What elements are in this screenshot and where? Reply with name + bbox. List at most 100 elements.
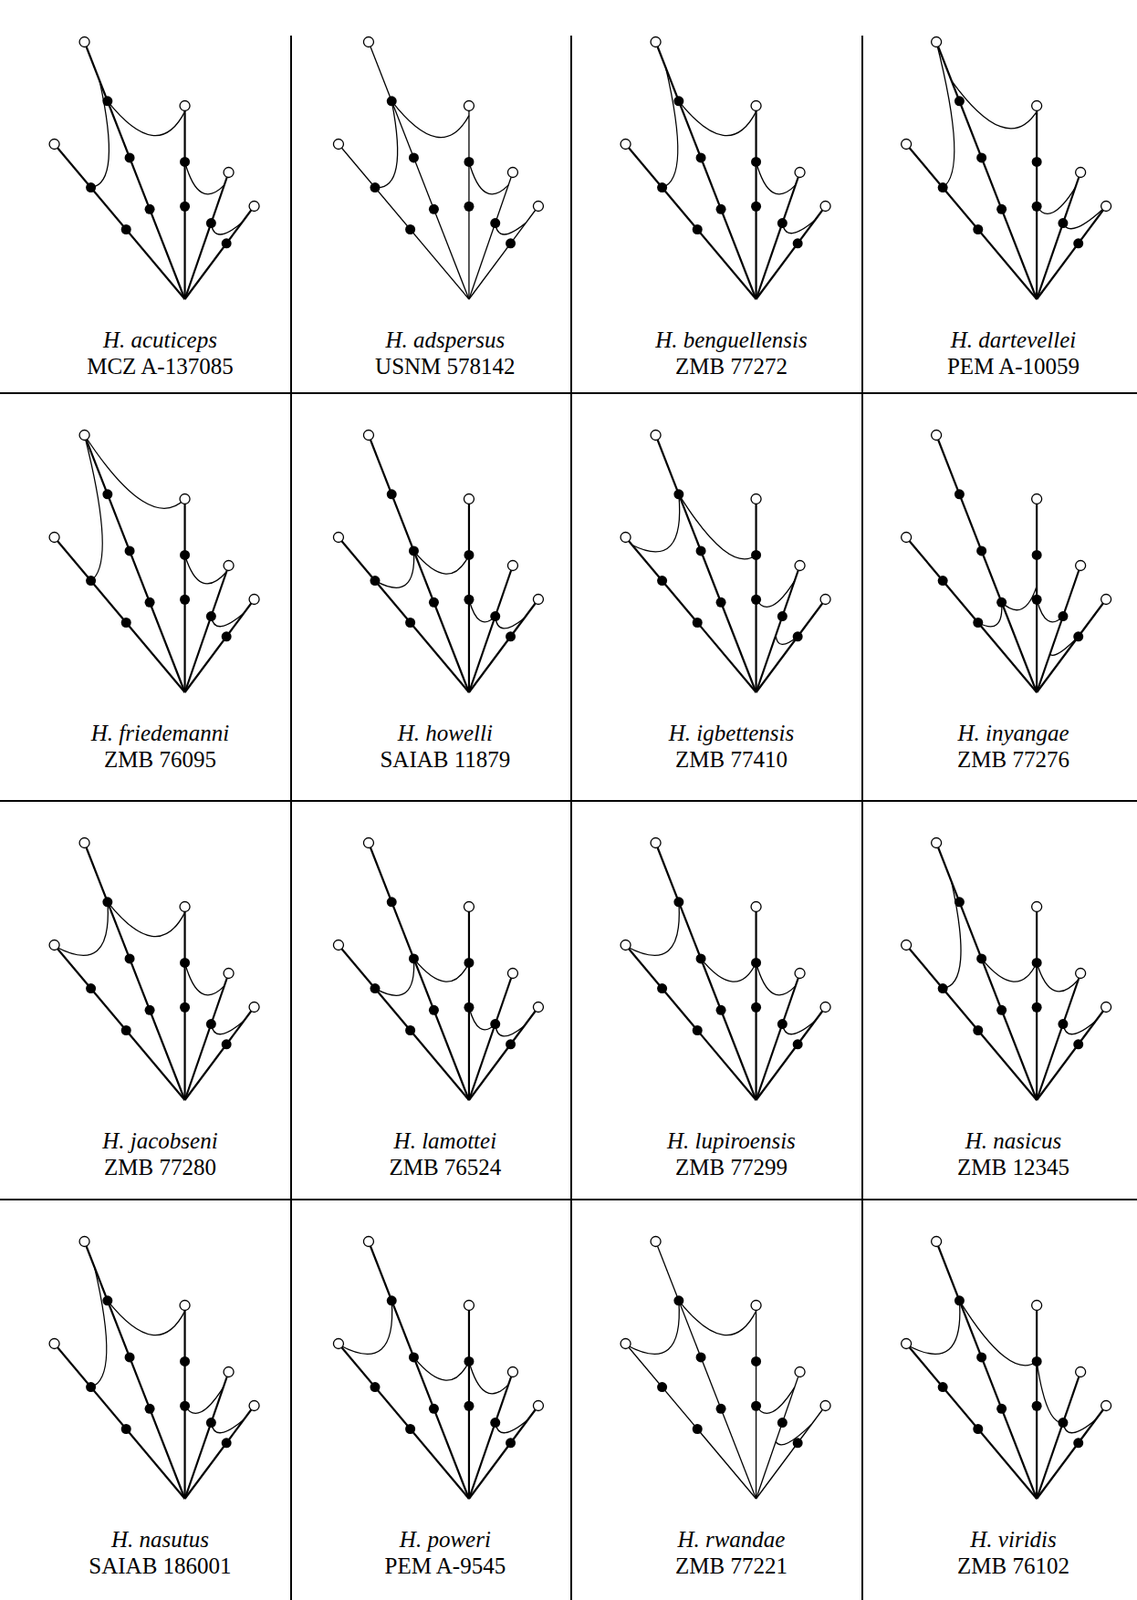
specimen-number: MCZ A-137085 <box>86 353 233 380</box>
joint-dot <box>490 1418 501 1429</box>
toe-tip <box>901 1339 912 1350</box>
toe-line <box>656 1241 757 1500</box>
joint-dot <box>751 156 762 167</box>
web-curve <box>936 41 955 188</box>
joint-dot <box>792 238 804 249</box>
joint-dot <box>428 1404 439 1415</box>
toe-tip <box>751 101 762 112</box>
toe-tip <box>179 101 190 112</box>
joint-dot <box>408 953 419 964</box>
toe-tip <box>1032 902 1043 913</box>
toe-tip <box>794 1367 805 1378</box>
toe-tip <box>1075 561 1086 572</box>
toe-tip <box>650 1237 661 1248</box>
toe-tip <box>1032 494 1043 505</box>
toe-line <box>756 172 801 300</box>
joint-dot <box>996 1404 1007 1415</box>
joint-dot <box>976 953 987 964</box>
joint-dot <box>102 95 113 106</box>
joint-dot <box>751 550 762 561</box>
toe-line <box>625 537 757 693</box>
toe-tip <box>901 139 912 150</box>
toe-line <box>368 435 470 693</box>
web-curve <box>91 1267 107 1388</box>
joint-dot <box>369 182 380 193</box>
toe-line <box>1036 565 1081 693</box>
joint-dot <box>972 617 983 628</box>
joint-dot <box>716 1404 727 1415</box>
joint-dot <box>463 1401 474 1412</box>
toe-line <box>469 1372 513 1500</box>
toe-line <box>1036 1007 1106 1101</box>
web-curve <box>375 101 398 188</box>
toe-tip <box>333 532 344 543</box>
toe-tip <box>179 1301 190 1312</box>
toe-line <box>756 206 826 300</box>
joint-dot <box>85 983 96 994</box>
toe-tip <box>463 101 474 112</box>
web-curve <box>55 902 108 956</box>
species-name: H. friedemanni <box>91 719 230 747</box>
toe-tip <box>532 1401 543 1412</box>
joint-dot <box>1032 550 1043 561</box>
foot-diagram <box>49 430 260 694</box>
joint-dot <box>408 545 419 556</box>
toe-tip <box>931 1237 942 1248</box>
joint-dot <box>696 953 707 964</box>
foot-diagram <box>333 838 543 1102</box>
joint-dot <box>751 594 762 606</box>
toe-tip <box>463 1301 474 1312</box>
specimen-number: ZMB 76524 <box>388 1154 501 1181</box>
joint-dot <box>777 1019 788 1030</box>
toe-line <box>338 537 470 693</box>
joint-dot <box>792 1039 804 1050</box>
web-curve <box>756 161 796 194</box>
joint-dot <box>490 611 501 622</box>
toe-tip <box>794 561 805 572</box>
toe-line <box>756 565 801 693</box>
joint-dot <box>179 1356 190 1367</box>
web-curve <box>413 959 470 982</box>
joint-dot <box>428 597 439 608</box>
joint-dot <box>386 95 397 106</box>
joint-dot <box>85 1382 96 1393</box>
web-curve <box>756 581 795 608</box>
joint-dot <box>428 204 439 215</box>
web-curve <box>413 551 470 574</box>
joint-dot <box>102 489 113 500</box>
specimen-number: ZMB 77276 <box>957 746 1070 773</box>
specimen-number: ZMB 77221 <box>675 1553 788 1580</box>
joint-dot <box>657 983 668 994</box>
toe-tip <box>751 1301 762 1312</box>
joint-dot <box>408 1352 419 1363</box>
joint-dot <box>792 631 804 642</box>
toe-tip <box>820 1401 831 1412</box>
web-curve <box>107 902 186 938</box>
foot-diagram <box>901 430 1112 694</box>
toe-line <box>656 41 757 300</box>
toe-line <box>185 206 255 300</box>
toe-tip <box>363 1237 374 1248</box>
joint-dot <box>386 1295 397 1306</box>
web-curve <box>959 1301 1037 1367</box>
specimen-number: ZMB 77280 <box>104 1154 217 1181</box>
joint-dot <box>696 1352 707 1363</box>
toe-tip <box>820 1002 831 1013</box>
joint-dot <box>505 1438 516 1449</box>
foot-diagrams <box>49 37 1112 1501</box>
toe-tip <box>1101 1401 1112 1412</box>
specimen-number: SAIAB 186001 <box>88 1553 231 1580</box>
foot-diagram <box>333 37 543 301</box>
toe-tip <box>333 940 344 951</box>
joint-dot <box>505 631 516 642</box>
joint-dot <box>206 611 217 622</box>
joint-dot <box>716 597 727 608</box>
joint-dot <box>1057 1019 1068 1030</box>
joint-dot <box>102 897 113 908</box>
toe-tip <box>333 1339 344 1350</box>
toe-line <box>936 843 1037 1101</box>
joint-dot <box>777 1418 788 1429</box>
foot-diagram <box>901 838 1112 1102</box>
web-curve <box>951 80 1038 129</box>
joint-dot <box>85 182 96 193</box>
